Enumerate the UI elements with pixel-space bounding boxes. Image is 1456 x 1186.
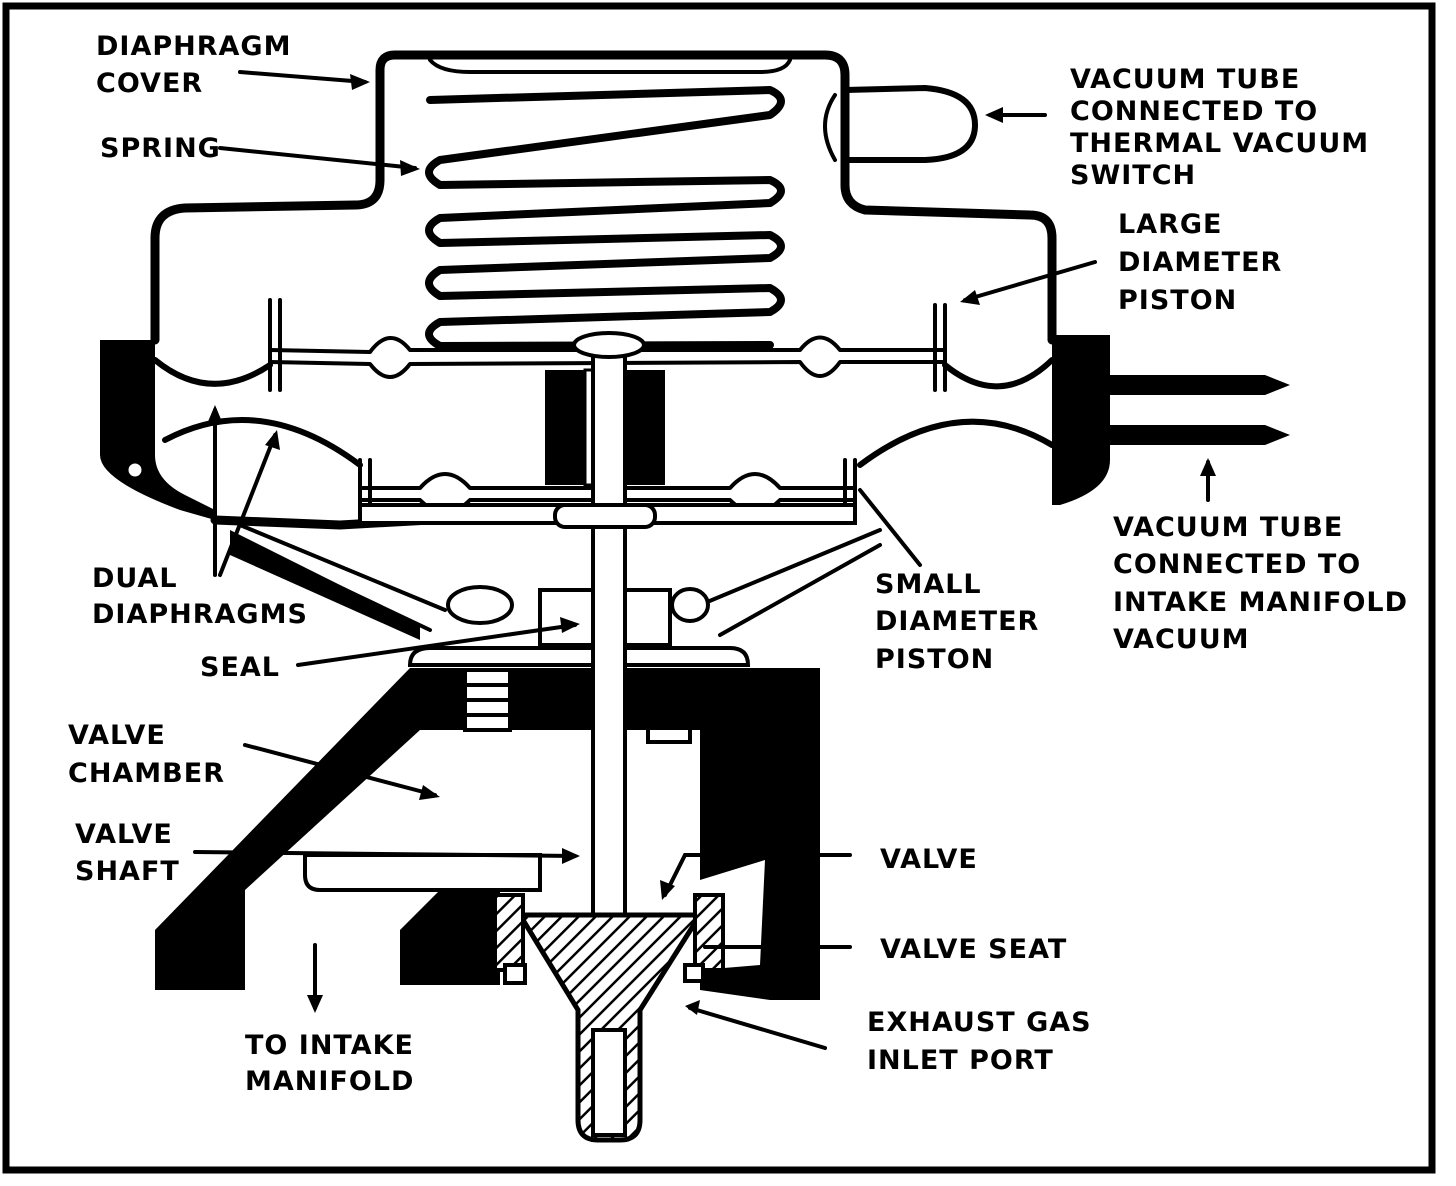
label-vacuum-thermal-2: CONNECTED TO (1070, 96, 1318, 127)
label-valve-seat: VALVE SEAT (880, 934, 1067, 965)
label-large-piston-3: PISTON (1118, 285, 1237, 316)
valve-body (155, 668, 820, 1000)
valve (515, 912, 705, 1143)
label-vacuum-intake-1: VACUUM TUBE (1113, 512, 1343, 543)
labels: DIAPHRAGM COVER SPRING VACUUM TUBE CONNE… (68, 31, 1408, 1097)
label-dual-diaphragms-1: DUAL (92, 563, 178, 594)
leader-lines (193, 70, 1290, 1050)
label-valve-chamber-1: VALVE (68, 720, 166, 751)
diagram-frame (2, 2, 1436, 1174)
label-valve: VALVE (880, 844, 978, 875)
label-vacuum-intake-4: VACUUM (1113, 624, 1250, 655)
label-valve-shaft-1: VALVE (75, 819, 173, 850)
label-small-piston-3: PISTON (875, 644, 994, 675)
label-vacuum-thermal-1: VACUUM TUBE (1070, 64, 1300, 95)
label-seal: SEAL (200, 652, 280, 683)
label-to-intake-2: MANIFOLD (245, 1066, 414, 1097)
label-vacuum-thermal-4: SWITCH (1070, 160, 1196, 191)
label-small-piston-1: SMALL (875, 569, 982, 600)
valve-seat (493, 893, 725, 985)
label-spring: SPRING (100, 133, 221, 164)
label-vacuum-intake-2: CONNECTED TO (1113, 549, 1361, 580)
label-large-piston-1: LARGE (1118, 209, 1223, 240)
label-small-piston-2: DIAMETER (875, 606, 1039, 637)
label-diaphragm-cover-2: COVER (96, 68, 203, 99)
label-diaphragm-cover-1: DIAPHRAGM (96, 31, 291, 62)
label-valve-shaft-2: SHAFT (75, 856, 180, 887)
seal (407, 585, 751, 667)
label-to-intake-1: TO INTAKE (245, 1030, 414, 1061)
thermal-vacuum-nipple (842, 85, 978, 163)
label-large-piston-2: DIAMETER (1118, 247, 1282, 278)
label-vacuum-thermal-3: THERMAL VACUUM (1070, 128, 1369, 159)
spring (425, 86, 785, 350)
label-exhaust-gas-2: INLET PORT (867, 1045, 1054, 1076)
label-exhaust-gas-1: EXHAUST GAS (867, 1007, 1092, 1038)
label-dual-diaphragms-2: DIAPHRAGMS (92, 599, 308, 630)
label-valve-chamber-2: CHAMBER (68, 758, 225, 789)
label-vacuum-intake-3: INTAKE MANIFOLD (1113, 587, 1408, 618)
